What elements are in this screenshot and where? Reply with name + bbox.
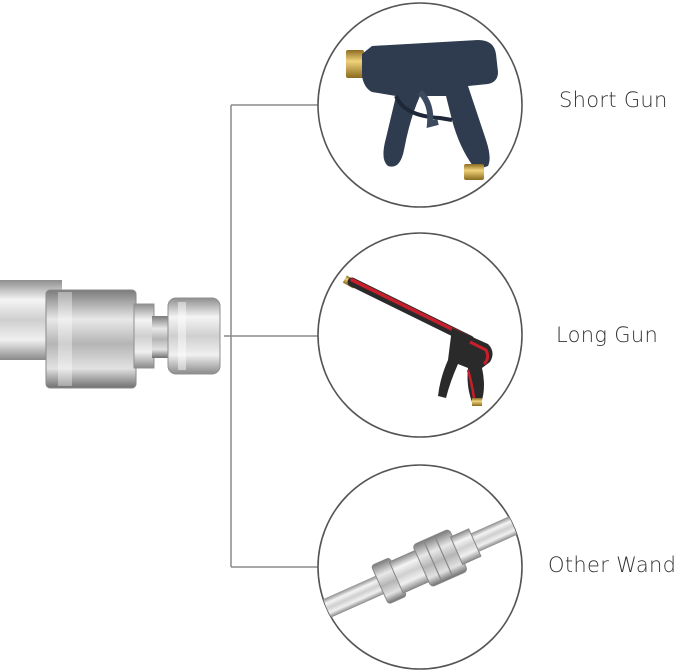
- connector-lines: [224, 104, 318, 568]
- wand-quick-connect-plug: [0, 280, 221, 389]
- short-gun-label: Short Gun: [559, 88, 668, 112]
- long-gun-option[interactable]: [317, 232, 523, 438]
- short-gun-option[interactable]: [317, 2, 523, 208]
- other-wand-image: [318, 509, 522, 625]
- short-gun-image: [346, 40, 498, 180]
- other-wand-option[interactable]: [301, 464, 539, 670]
- long-gun-label: Long Gun: [556, 323, 659, 347]
- long-gun-image: [342, 275, 493, 406]
- other-wand-label: Other Wand: [548, 553, 677, 577]
